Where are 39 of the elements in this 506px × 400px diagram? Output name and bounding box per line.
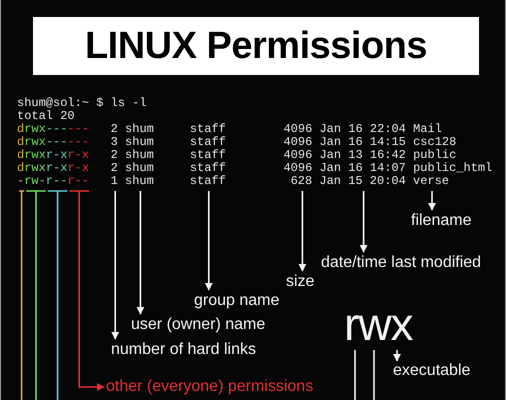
link-count: 1 xyxy=(110,175,118,188)
annotation: user (owner) name xyxy=(131,316,266,334)
arrow xyxy=(428,191,436,211)
arrow xyxy=(360,191,368,253)
user-permissions: rw- xyxy=(24,175,46,188)
annotation: executable xyxy=(393,362,470,380)
terminal-text: shum@sol:~ $ ls -l xyxy=(17,97,147,110)
arrow xyxy=(298,191,306,272)
line xyxy=(25,190,47,400)
line xyxy=(18,190,25,400)
other-permissions: r-- xyxy=(67,175,89,188)
annotation: filename xyxy=(411,212,472,230)
line xyxy=(373,350,375,400)
annotation: date/time last modified xyxy=(321,254,482,272)
arrow xyxy=(393,350,401,362)
arrow xyxy=(68,190,105,391)
annotation: group name xyxy=(194,292,280,310)
annotation: size xyxy=(286,273,314,291)
arrow xyxy=(136,191,144,315)
owner-name: shum xyxy=(125,175,154,188)
terminal-text: total 20 xyxy=(17,110,75,123)
arrow xyxy=(111,191,120,340)
title: LINUX Permissions xyxy=(84,25,428,67)
group-name: staff xyxy=(190,175,226,188)
rwx-heading: rwx xyxy=(344,302,413,346)
file-type-char: - xyxy=(17,175,24,188)
line xyxy=(354,350,356,400)
annotation: other (everyone) permissions xyxy=(106,378,314,396)
file-size: 628 xyxy=(290,175,312,188)
listing-row: drwx------ 3 shum staff 4096 Jan 16 14:15 csc128 xyxy=(17,136,456,149)
listing-row: drwxr-xr-x 2 shum staff 4096 Jan 16 14:07 public_html xyxy=(17,162,492,175)
listing-row: drwxr-xr-x 2 shum staff 4096 Jan 13 16:42 public xyxy=(17,149,456,162)
group-permissions: r-- xyxy=(46,175,68,188)
arrow xyxy=(204,191,213,291)
file-name: verse xyxy=(413,175,450,188)
annotation: number of hard links xyxy=(111,341,256,359)
line xyxy=(47,190,68,400)
modified-date: Jan 15 20:04 xyxy=(319,175,406,188)
listing-row: drwx------ 2 shum staff 4096 Jan 16 22:04 Mail xyxy=(17,123,442,136)
